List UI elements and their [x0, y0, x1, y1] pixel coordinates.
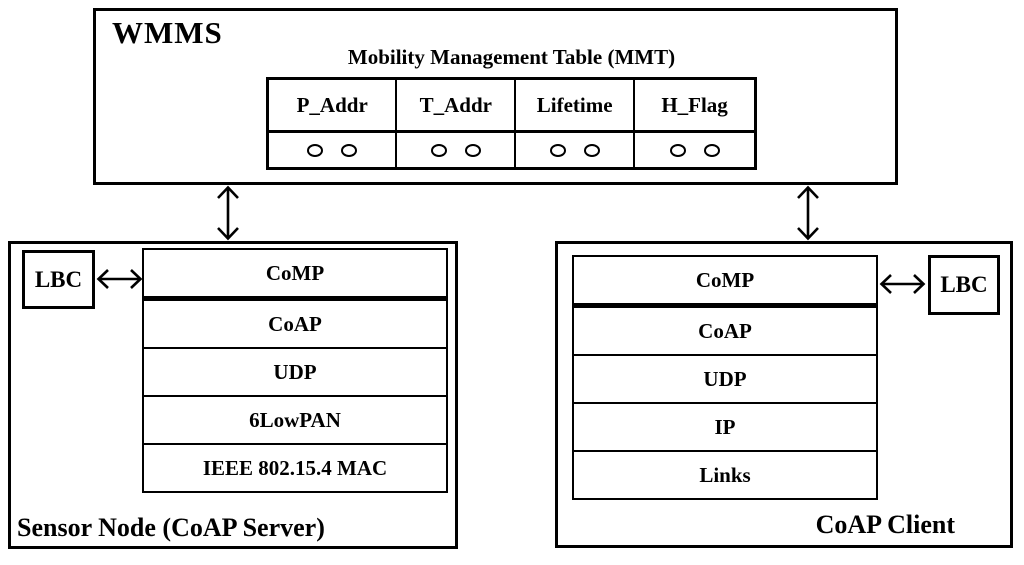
wmms-box: WMMS Mobility Management Table (MMT) P_A…: [93, 8, 898, 185]
circle-icon: [341, 143, 358, 157]
circle-icon: [307, 143, 324, 157]
circle-icon: [703, 143, 720, 157]
double-arrow-horizontal-icon: [96, 267, 143, 291]
double-arrow-vertical-icon: [794, 185, 822, 241]
stack-layer-udp: UDP: [574, 356, 876, 404]
mmt-placeholder-cell: [269, 133, 398, 167]
coap-client-label: CoAP Client: [815, 510, 955, 539]
stack-layer-coap: CoAP: [574, 308, 876, 356]
circle-icon: [583, 143, 600, 157]
mmt-col-p-addr: P_Addr: [269, 80, 398, 130]
circle-icon: [549, 143, 566, 157]
client-protocol-stack: CoMP CoAP UDP IP Links: [572, 255, 878, 500]
circle-icon: [430, 143, 447, 157]
stack-layer-udp: UDP: [144, 349, 446, 397]
circle-icon: [669, 143, 686, 157]
double-arrow-vertical-icon: [214, 185, 242, 241]
mmt-header-row: P_Addr T_Addr Lifetime H_Flag: [269, 80, 754, 133]
mmt-col-lifetime: Lifetime: [516, 80, 636, 130]
sensor-node-box: LBC CoMP CoAP UDP 6LowPAN IEEE 802.15.4 …: [8, 241, 458, 549]
stack-layer-links: Links: [699, 462, 751, 487]
mmt-placeholder-cell: [397, 133, 517, 167]
stack-layer-ip: IP: [574, 404, 876, 452]
mmt-placeholder-cell: [635, 133, 754, 167]
stack-layer-comp: CoMP: [144, 250, 446, 301]
double-arrow-horizontal-icon: [879, 272, 926, 296]
mmt-col-t-addr: T_Addr: [397, 80, 517, 130]
stack-layer-coap: CoAP: [144, 301, 446, 349]
sensor-lbc-box: LBC: [22, 250, 95, 309]
stack-layer-comp: CoMP: [574, 257, 876, 308]
mmt-placeholder-cell: [516, 133, 636, 167]
mmt-table-title: Mobility Management Table (MMT): [347, 45, 676, 69]
wmms-title: WMMS: [112, 15, 223, 50]
mmt-data-row: [269, 133, 754, 167]
stack-layer-6lowpan: 6LowPAN: [144, 397, 446, 445]
coap-client-box: CoMP CoAP UDP IP Links LBC CoAP Client: [555, 241, 1013, 548]
circle-icon: [464, 143, 481, 157]
sensor-node-label: Sensor Node (CoAP Server): [17, 513, 325, 542]
stack-layer-mac: IEEE 802.15.4 MAC: [202, 455, 388, 480]
client-lbc-box: LBC: [928, 255, 1000, 315]
mmt-col-h-flag: H_Flag: [661, 92, 728, 117]
sensor-protocol-stack: CoMP CoAP UDP 6LowPAN IEEE 802.15.4 MAC: [142, 248, 448, 493]
mmt-table: P_Addr T_Addr Lifetime H_Flag: [266, 77, 757, 170]
